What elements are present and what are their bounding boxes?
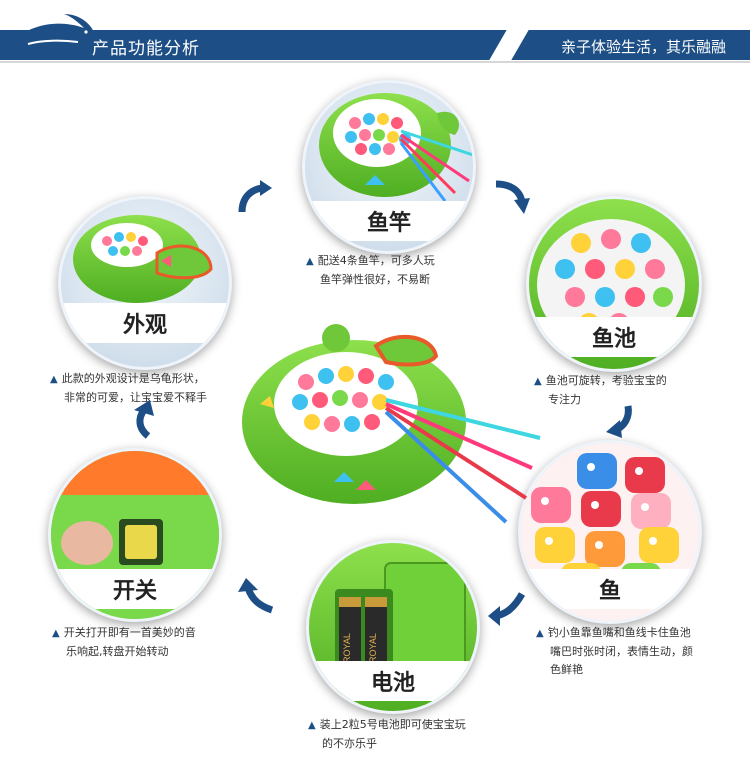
feature-look-caption: ▲此款的外观设计是乌龟形状， 非常的可爱，让宝宝爱不释手 (50, 372, 207, 404)
arrow-pool-to-fish-icon (606, 405, 632, 438)
feature-switch-label: 开关 (51, 569, 219, 609)
arrow-rod-to-pool-icon (495, 180, 530, 214)
section-title: 产品功能分析 (92, 39, 200, 59)
arrow-fish-to-battery-icon (488, 592, 526, 626)
feature-pool-label: 鱼池 (529, 317, 699, 357)
feature-battery-label: 电池 (309, 661, 477, 701)
feature-battery-caption: ▲装上2粒5号电池即可使宝宝玩 的不亦乐乎 (308, 718, 466, 750)
feature-fish: 鱼 (518, 440, 702, 624)
triangle-bullet-icon: ▲ (52, 628, 60, 639)
triangle-bullet-icon: ▲ (308, 720, 316, 731)
arrow-battery-to-switch-icon (238, 578, 274, 614)
center-product-image (242, 324, 541, 524)
battery-brand-text: ROYAL (342, 633, 352, 663)
triangle-bullet-icon: ▲ (50, 374, 58, 385)
feature-look: 外观 (58, 196, 232, 370)
feature-switch: 开关 (48, 448, 222, 622)
feature-battery: ROYAL ROYAL 电池 (306, 540, 480, 714)
feature-pool-caption: ▲鱼池可旋转，考验宝宝的 专注力 (534, 374, 667, 406)
triangle-bullet-icon: ▲ (534, 376, 542, 387)
rod-photo (305, 83, 473, 251)
feature-rod-caption: ▲配送4条鱼竿，可多人玩 鱼竿弹性很好，不易断 (306, 254, 435, 286)
feature-pool: 鱼池 (526, 196, 702, 372)
feature-rod-label: 鱼竿 (305, 201, 473, 241)
header-underline (0, 61, 750, 63)
triangle-bullet-icon: ▲ (536, 628, 544, 639)
triangle-bullet-icon: ▲ (306, 256, 314, 267)
dolphin-logo-icon (10, 14, 99, 56)
arrow-switch-to-look-icon (134, 400, 154, 439)
header: 产品功能分析 亲子体验生活，其乐融融 (0, 0, 750, 63)
feature-rod: 鱼竿 (302, 80, 476, 254)
feature-fish-caption: ▲钓小鱼靠鱼嘴和鱼线卡住鱼池 嘴巴时张时闭，表情生动，颜 色鲜艳 (536, 626, 693, 676)
battery-brand-text: ROYAL (368, 633, 378, 663)
feature-fish-label: 鱼 (521, 569, 699, 609)
feature-look-label: 外观 (61, 303, 229, 343)
arrow-look-to-rod-icon (238, 180, 272, 213)
header-slogan: 亲子体验生活，其乐融融 (560, 38, 726, 56)
feature-switch-caption: ▲开关打开即有一首美妙的音 乐响起,转盘开始转动 (52, 626, 196, 658)
header-band (0, 30, 750, 60)
